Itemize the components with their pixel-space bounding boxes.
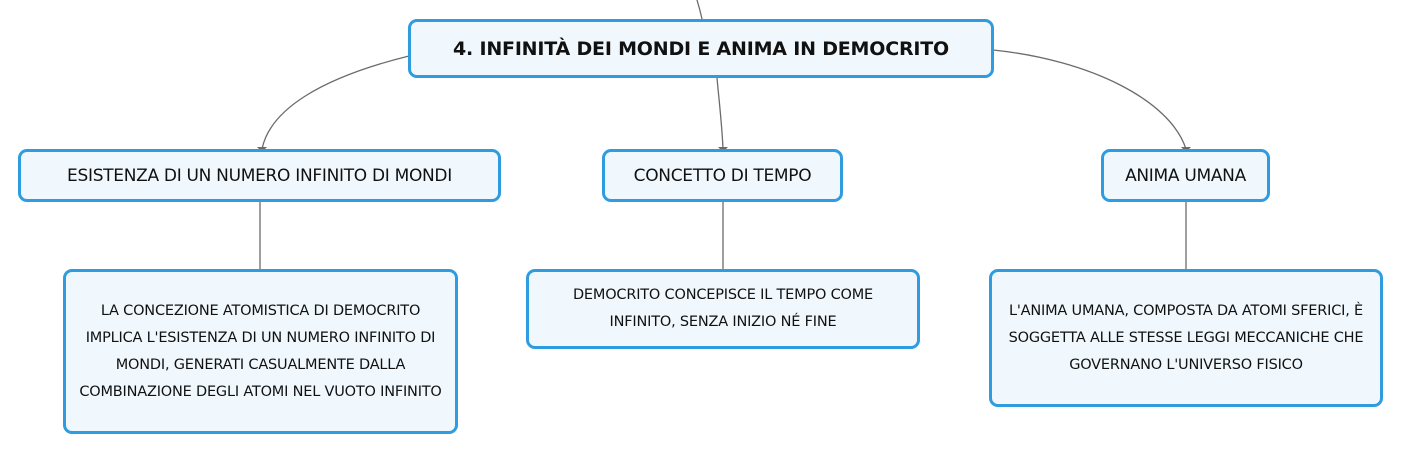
connector-root-to-topic-3: [992, 49, 1187, 150]
topic-label: ANIMA UMANA: [1125, 165, 1246, 186]
connector-root-to-topic-1: [261, 55, 410, 150]
detail-text: DEMOCRITO CONCEPISCE IL TEMPO COME INFIN…: [572, 287, 874, 330]
central-topic-label: 4. INFINITÀ DEI MONDI E ANIMA IN DEMOCRI…: [453, 37, 949, 60]
detail-node-human-soul[interactable]: L'ANIMA UMANA, COMPOSTA DA ATOMI SFERICI…: [989, 269, 1383, 407]
topic-node-concept-of-time[interactable]: CONCETTO DI TEMPO: [602, 149, 843, 202]
topic-label: CONCETTO DI TEMPO: [633, 165, 812, 186]
topic-label: ESISTENZA DI UN NUMERO INFINITO DI MONDI: [67, 165, 452, 186]
detail-text: LA CONCEZIONE ATOMISTICA DI DEMOCRITO IM…: [79, 302, 442, 400]
detail-node-infinite-worlds[interactable]: LA CONCEZIONE ATOMISTICA DI DEMOCRITO IM…: [63, 269, 458, 434]
detail-text: L'ANIMA UMANA, COMPOSTA DA ATOMI SFERICI…: [1008, 302, 1364, 373]
connector-root-to-topic-2: [716, 77, 724, 150]
detail-node-concept-of-time[interactable]: DEMOCRITO CONCEPISCE IL TEMPO COME INFIN…: [526, 269, 920, 349]
central-topic-node[interactable]: 4. INFINITÀ DEI MONDI E ANIMA IN DEMOCRI…: [408, 19, 994, 78]
topic-node-infinite-worlds[interactable]: ESISTENZA DI UN NUMERO INFINITO DI MONDI: [18, 149, 501, 202]
connector-parent-to-root: [696, 0, 703, 20]
topic-node-human-soul[interactable]: ANIMA UMANA: [1101, 149, 1270, 202]
